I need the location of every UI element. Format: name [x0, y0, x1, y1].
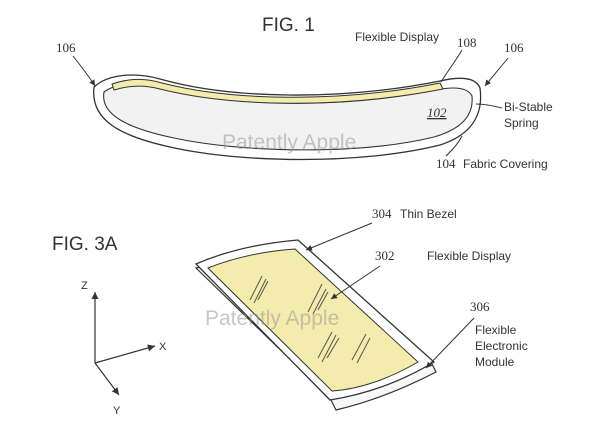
ref-106-left: 106 [56, 40, 76, 55]
x-axis [94, 344, 156, 364]
label-spring: Spring [504, 116, 539, 130]
ref-302: 302 [375, 248, 395, 263]
fig3a-title: FIG. 3A [52, 234, 118, 255]
fig3a-group: FIG. 3A Patently Apple 304 Thin Bezel 30… [52, 206, 528, 417]
label-flexible-display-fig1: Flexible Display [355, 30, 439, 44]
fig1-title: FIG. 1 [262, 15, 315, 36]
ref-304: 304 [372, 206, 392, 221]
leader-bi-stable [475, 103, 503, 109]
ref-108: 108 [457, 35, 477, 50]
label-thin-bezel: Thin Bezel [400, 207, 457, 221]
ref-306: 306 [470, 299, 490, 314]
fig3a-watermark: Patently Apple [205, 307, 339, 330]
axis-label-z: Z [81, 280, 88, 292]
display-glare-lines [249, 275, 371, 364]
leader-104 [445, 135, 463, 157]
axis-label-x: X [159, 341, 167, 353]
leader-306 [425, 317, 475, 369]
fig1-group: FIG. 1 Patently Apple Flexible Display 1… [56, 15, 553, 171]
leader-108 [440, 49, 463, 83]
label-bi-stable: Bi-Stable [504, 100, 553, 114]
label-fabric-covering: Fabric Covering [463, 157, 548, 171]
axis-label-y: Y [113, 405, 121, 417]
fig3a-flexible-display [207, 248, 419, 392]
label-flexible-display-fig3a: Flexible Display [427, 249, 511, 263]
y-axis [94, 362, 120, 396]
label-module: Module [475, 355, 515, 369]
label-electronic: Electronic [475, 339, 528, 353]
label-flexible: Flexible [475, 323, 517, 337]
leader-106-left [72, 55, 96, 87]
ref-102: 102 [427, 105, 447, 120]
ref-106-right: 106 [504, 40, 524, 55]
fig1-watermark: Patently Apple [222, 131, 356, 154]
fig1-flexible-display-strip [111, 78, 444, 104]
ref-104: 104 [436, 156, 456, 171]
axes-triad [91, 292, 156, 396]
leader-106-right [484, 57, 509, 87]
leader-302 [330, 265, 381, 300]
leader-304 [305, 222, 373, 251]
